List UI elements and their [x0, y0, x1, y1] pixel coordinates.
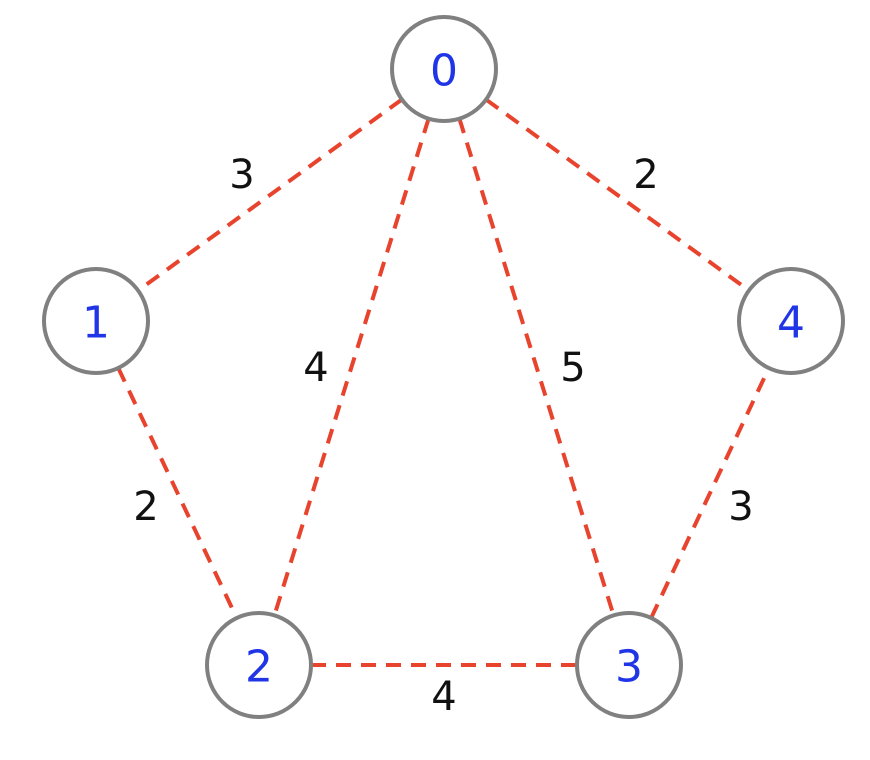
edge-weight-0-4: 2 — [633, 152, 658, 198]
nodes-layer: 0 1 2 3 4 — [42, 15, 845, 719]
node-1: 1 — [42, 267, 150, 375]
edge-weight-0-1: 3 — [229, 152, 254, 198]
edge-weight-3-4: 3 — [728, 484, 753, 530]
edge-0-3 — [457, 118, 616, 616]
edge-0-1 — [136, 97, 404, 293]
node-2: 2 — [205, 611, 313, 719]
node-label-0: 0 — [430, 46, 458, 97]
node-4: 4 — [737, 267, 845, 375]
edges-layer — [116, 97, 771, 667]
edge-3-4 — [649, 367, 771, 619]
node-circle-2 — [205, 611, 313, 719]
node-circle-3 — [575, 611, 683, 719]
edge-0-4 — [484, 97, 751, 293]
node-3: 3 — [575, 611, 683, 719]
node-label-3: 3 — [615, 642, 643, 693]
node-circle-1 — [42, 267, 150, 375]
node-label-4: 4 — [777, 298, 805, 349]
node-circle-0 — [390, 15, 498, 123]
node-label-2: 2 — [245, 642, 273, 693]
edge-0-2 — [272, 118, 431, 616]
edge-1-2 — [116, 367, 239, 619]
weights-layer: 3 4 5 2 2 4 3 — [133, 152, 753, 720]
edge-weight-1-2: 2 — [133, 484, 158, 530]
edge-weight-2-3: 4 — [431, 674, 456, 720]
node-0: 0 — [390, 15, 498, 123]
edge-weight-0-3: 5 — [560, 345, 585, 391]
node-label-1: 1 — [82, 298, 110, 349]
edge-weight-0-2: 4 — [303, 345, 328, 391]
node-circle-4 — [737, 267, 845, 375]
